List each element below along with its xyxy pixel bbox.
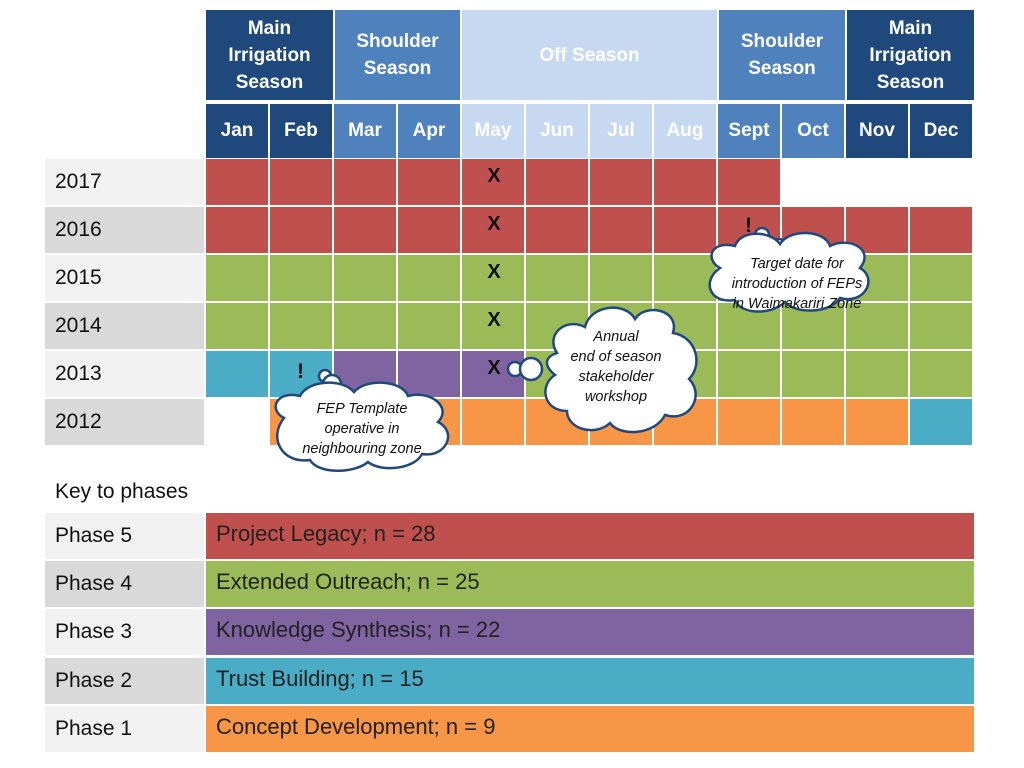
cell-2015-jul (590, 255, 654, 303)
year-label-2013: 2013 (45, 351, 204, 397)
cell-2014-jan (206, 303, 270, 351)
fep-template-callout-cloud (274, 368, 450, 472)
month-jul: Jul (590, 104, 652, 158)
year-label-2016: 2016 (45, 207, 204, 253)
season-header-shoulder-2: Shoulder Season (719, 10, 845, 100)
cell-2017-may (462, 159, 526, 207)
year-label-2012: 2012 (45, 399, 204, 445)
cell-2017-apr (398, 159, 462, 207)
cell-2012-may (462, 399, 526, 447)
month-may: May (462, 104, 524, 158)
key-heading: Key to phases (55, 480, 189, 503)
year-label-2017: 2017 (45, 159, 204, 205)
workshop-callout-cloud (506, 306, 698, 434)
season-header-shoulder-1: Shoulder Season (335, 10, 460, 100)
month-oct: Oct (782, 104, 844, 158)
cell-2017-jun (526, 159, 590, 207)
cell-2016-aug (654, 207, 718, 255)
month-jun: Jun (526, 104, 588, 158)
cell-2015-may (462, 255, 526, 303)
workshop-mark-2016: X (487, 213, 501, 235)
cell-2015-aug (654, 255, 718, 303)
key-phase-1-bar: Concept Development; n = 9 (206, 706, 974, 752)
workshop-callout-text: Annual end of season stakeholder worksho… (570, 329, 662, 405)
cell-2013-dec (910, 351, 974, 399)
cell-2014-feb (270, 303, 334, 351)
cell-2015-dec (910, 255, 974, 303)
cell-2015-apr (398, 255, 462, 303)
cell-2017-aug (654, 159, 718, 207)
month-nov: Nov (846, 104, 908, 158)
month-mar: Mar (334, 104, 396, 158)
workshop-mark-2013: X (487, 357, 501, 379)
cell-2014-apr (398, 303, 462, 351)
year-label-2014: 2014 (45, 303, 204, 349)
cell-2012-sept (718, 399, 782, 447)
cell-2015-jun (526, 255, 590, 303)
exclamation-2016-sept: ! (745, 214, 752, 237)
fep-template-callout-text: FEP Template operative in neighbouring z… (302, 401, 422, 457)
cell-2012-oct (782, 399, 846, 447)
month-feb: Feb (270, 104, 332, 158)
season-header-off-season: Off Season (462, 10, 717, 100)
cell-2014-dec (910, 303, 974, 351)
key-phase-2-bar: Trust Building; n = 15 (206, 658, 974, 704)
cell-2013-nov (846, 351, 910, 399)
cell-2015-mar (334, 255, 398, 303)
cell-2016-jan (206, 207, 270, 255)
key-phase-1-label: Phase 1 (45, 706, 204, 752)
key-phase-4-bar: Extended Outreach; n = 25 (206, 561, 974, 607)
cell-2016-jun (526, 207, 590, 255)
workshop-mark-2014: X (487, 309, 501, 331)
target-date-callout-text: Target date for introduction of FEPs in … (731, 256, 863, 312)
month-dec: Dec (910, 104, 972, 158)
cell-2015-jan (206, 255, 270, 303)
cell-2014-may (462, 303, 526, 351)
exclamation-2013-feb: ! (297, 360, 304, 383)
target-date-callout-cloud (708, 226, 870, 313)
cell-2015-feb (270, 255, 334, 303)
cell-2017-jul (590, 159, 654, 207)
cell-2017-jan (206, 159, 270, 207)
season-header-main-irrigation-2: Main Irrigation Season (847, 10, 974, 100)
workshop-mark-2015: X (487, 261, 501, 283)
cell-2017-feb (270, 159, 334, 207)
cell-2014-mar (334, 303, 398, 351)
key-phase-3-label: Phase 3 (45, 609, 204, 655)
cell-2012-dec (910, 399, 974, 447)
cell-2016-may (462, 207, 526, 255)
month-aug: Aug (654, 104, 716, 158)
key-phase-4-label: Phase 4 (45, 561, 204, 607)
cell-2017-sept (718, 159, 782, 207)
key-phase-5-bar: Project Legacy; n = 28 (206, 513, 974, 559)
workshop-mark-2017: X (487, 165, 501, 187)
month-jan: Jan (206, 104, 268, 158)
month-apr: Apr (398, 104, 460, 158)
season-header-main-irrigation-1: Main Irrigation Season (206, 10, 333, 100)
year-label-2015: 2015 (45, 255, 204, 301)
cell-2017-mar (334, 159, 398, 207)
cell-2014-nov (846, 303, 910, 351)
cell-2013-jan (206, 351, 270, 399)
cell-2016-feb (270, 207, 334, 255)
key-phase-2-label: Phase 2 (45, 658, 204, 704)
cell-2016-dec (910, 207, 974, 255)
key-phase-5-label: Phase 5 (45, 513, 204, 559)
cell-2013-oct (782, 351, 846, 399)
cell-2016-jul (590, 207, 654, 255)
cell-2013-sept (718, 351, 782, 399)
month-sept: Sept (718, 104, 780, 158)
cell-2013-apr (398, 351, 462, 399)
key-phase-3-bar: Knowledge Synthesis; n = 22 (206, 609, 974, 655)
cell-2016-mar (334, 207, 398, 255)
cell-2016-apr (398, 207, 462, 255)
cell-2012-nov (846, 399, 910, 447)
